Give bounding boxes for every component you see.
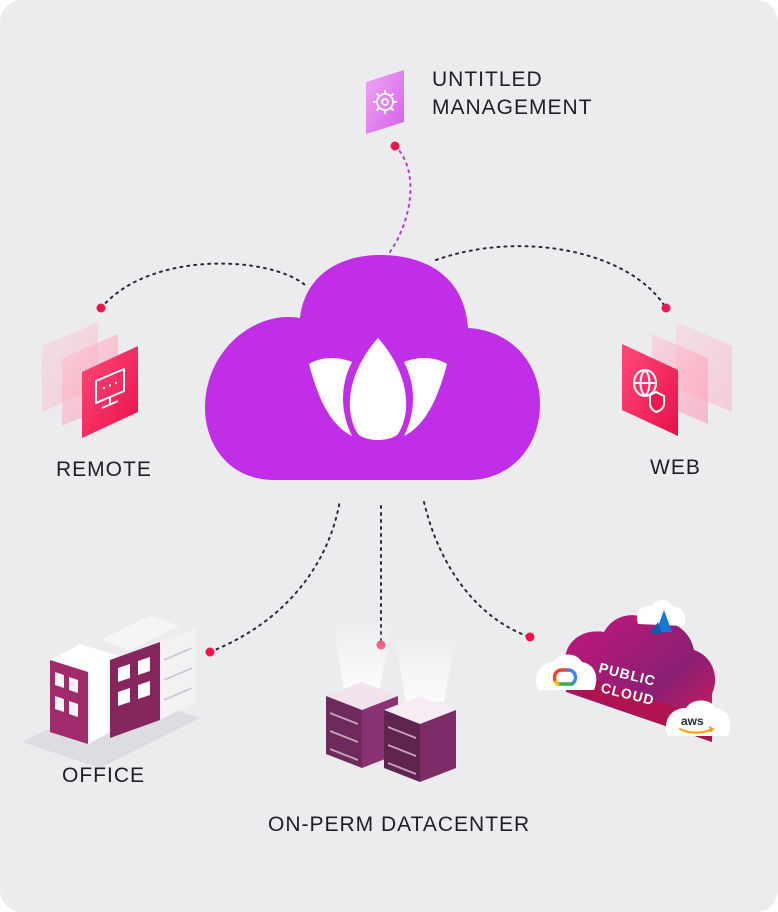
connector-management bbox=[389, 145, 412, 253]
server-right-stack bbox=[384, 696, 456, 782]
server-left-stack bbox=[326, 682, 398, 768]
management-label: UNTITLED MANAGEMENT bbox=[432, 66, 593, 122]
server-beam-right bbox=[394, 634, 456, 702]
web-label: WEB bbox=[650, 456, 701, 479]
remote-node bbox=[42, 322, 138, 438]
office-building-icon bbox=[22, 616, 200, 768]
public-cloud-node: PUBLIC CLOUD aws bbox=[535, 600, 731, 742]
web-tile bbox=[622, 344, 678, 436]
management-node bbox=[366, 70, 404, 134]
monitor-chat-icon bbox=[95, 368, 125, 409]
azure-icon bbox=[636, 600, 686, 634]
office-balcony-rails bbox=[163, 647, 193, 701]
remote-label: REMOTE bbox=[56, 458, 152, 481]
endpoint-public-cloud bbox=[525, 632, 535, 642]
server-stack-icon bbox=[326, 620, 456, 782]
server-beam-left bbox=[332, 620, 392, 688]
google-cloud-icon bbox=[535, 654, 597, 690]
office-center-block-top bbox=[100, 616, 180, 650]
connector-public-cloud bbox=[423, 501, 531, 638]
management-label-line2: MANAGEMENT bbox=[432, 96, 593, 119]
connector-web bbox=[435, 245, 667, 309]
connectors bbox=[100, 145, 667, 653]
management-label-line1: UNTITLED bbox=[432, 68, 543, 91]
endpoint-management bbox=[390, 141, 400, 151]
office-label: OFFICE bbox=[62, 764, 145, 787]
hub-cloud bbox=[205, 255, 540, 480]
management-tile bbox=[366, 70, 404, 134]
lotus-icon bbox=[309, 338, 447, 440]
office-left-windows bbox=[55, 672, 78, 717]
connector-remote bbox=[100, 262, 306, 309]
globe-shield-icon bbox=[633, 369, 665, 414]
endpoint-web bbox=[661, 303, 671, 313]
datacenter-label: ON-PERM DATACENTER bbox=[268, 813, 531, 836]
aws-logo-text: aws bbox=[681, 714, 704, 728]
office-right-windows bbox=[118, 657, 150, 706]
endpoint-remote bbox=[96, 303, 106, 313]
aws-icon: aws bbox=[666, 700, 731, 736]
gear-icon bbox=[373, 90, 397, 114]
web-node bbox=[622, 322, 732, 436]
office-left-wing-top bbox=[50, 644, 118, 672]
connector-office bbox=[209, 499, 341, 653]
endpoint-office bbox=[205, 647, 215, 657]
